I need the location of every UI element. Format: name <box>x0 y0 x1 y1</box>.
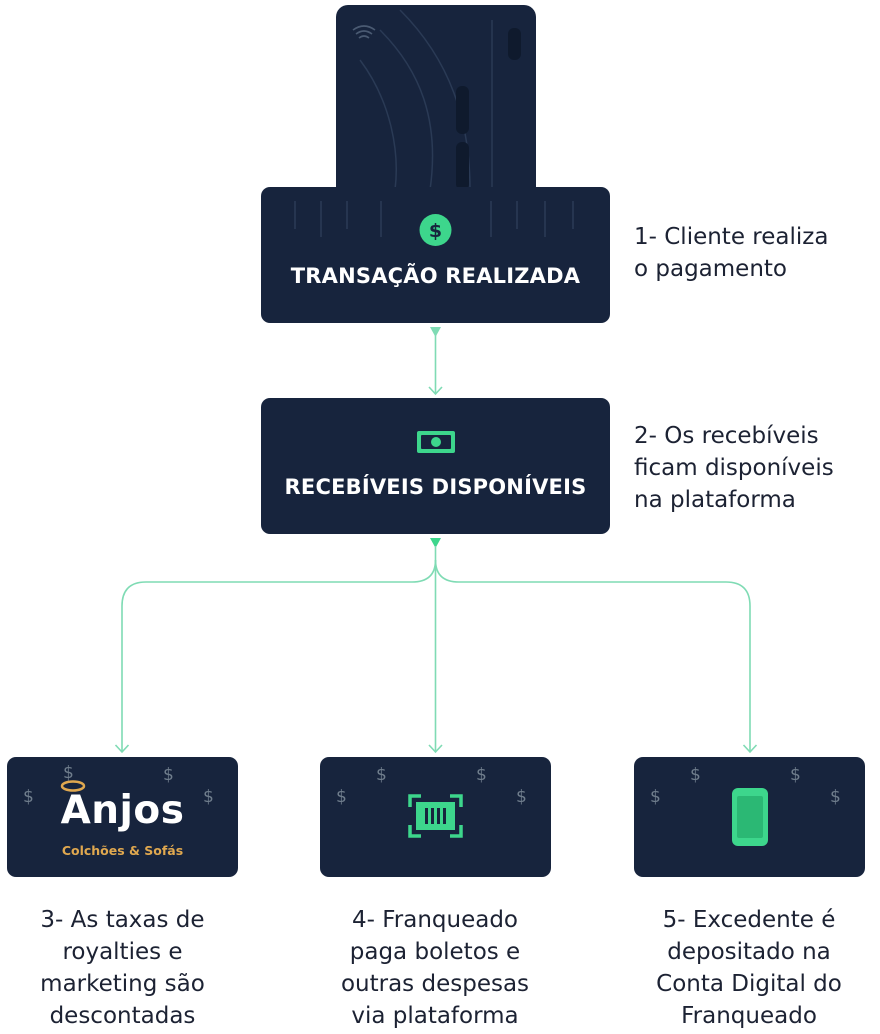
dollar-sign-icon: $ <box>516 787 527 807</box>
dollar-sign-icon: $ <box>830 787 841 807</box>
digital-account-card: $ $ $ $ <box>634 757 865 877</box>
step-1-line-2: o pagamento <box>634 256 787 282</box>
transaction-card: $ TRANSAÇÃO REALIZADA <box>261 187 610 323</box>
barcode-scan-icon <box>408 794 463 838</box>
dollar-sign-icon: $ <box>336 787 347 807</box>
step-2-line-3: na plataforma <box>634 487 796 513</box>
step-5-line-2: depositado na <box>667 939 831 965</box>
step-3-line-4: descontadas <box>49 1003 196 1029</box>
dollar-sign-icon: $ <box>790 765 801 785</box>
transaction-card-label: TRANSAÇÃO REALIZADA <box>290 264 581 288</box>
card-terminal-device <box>336 5 536 205</box>
card-slot-lines <box>294 201 574 237</box>
banknote-icon <box>417 431 455 453</box>
dollar-circle-icon: $ <box>419 214 452 246</box>
step-2-line-1: 2- Os recebíveis <box>634 423 819 449</box>
arrow-1 <box>428 327 443 396</box>
franchisor-card: $ $ $ $ Anjos Colchões & Sofás <box>7 757 238 877</box>
dollar-sign-icon: $ <box>63 763 74 783</box>
dollar-sign-icon: $ <box>23 787 34 807</box>
step-1-text: 1- Cliente realiza o pagamento <box>634 221 828 285</box>
step-2-line-2: ficam disponíveis <box>634 455 834 481</box>
step-3-line-1: 3- As taxas de <box>40 907 205 933</box>
dollar-sign-icon: $ <box>476 765 487 785</box>
step-1-line-1: 1- Cliente realiza <box>634 224 829 250</box>
step-5-line-3: Conta Digital do <box>656 971 842 997</box>
step-3-text: 3- As taxas de royalties e marketing são… <box>0 904 245 1032</box>
bills-card: $ $ $ $ <box>320 757 551 877</box>
receivables-card: RECEBÍVEIS DISPONÍVEIS <box>261 398 610 534</box>
step-4-line-4: via plataforma <box>351 1003 519 1029</box>
halo-icon <box>60 780 86 792</box>
dollar-sign-icon: $ <box>650 787 661 807</box>
step-3-line-3: marketing são <box>40 971 205 997</box>
anjos-logo: Anjos <box>60 788 185 833</box>
step-5-text: 5- Excedente é depositado na Conta Digit… <box>624 904 874 1032</box>
dollar-sign-icon: $ <box>690 765 701 785</box>
svg-text:$: $ <box>429 220 442 242</box>
step-3-line-2: royalties e <box>62 939 183 965</box>
anjos-logo-tagline: Colchões & Sofás <box>61 843 184 858</box>
dollar-sign-icon: $ <box>376 765 387 785</box>
step-4-line-2: paga boletos e <box>349 939 521 965</box>
step-5-line-4: Franqueado <box>681 1003 817 1029</box>
step-2-text: 2- Os recebíveis ficam disponíveis na pl… <box>634 420 834 516</box>
step-4-text: 4- Franqueado paga boletos e outras desp… <box>310 904 560 1032</box>
step-4-line-3: outras despesas <box>340 971 530 997</box>
dollar-sign-icon: $ <box>163 765 174 785</box>
contactless-icon <box>352 25 376 39</box>
receivables-card-label: RECEBÍVEIS DISPONÍVEIS <box>284 475 587 499</box>
step-4-line-1: 4- Franqueado <box>351 907 519 933</box>
smartphone-icon <box>732 788 768 846</box>
dollar-sign-icon: $ <box>203 787 214 807</box>
step-5-line-1: 5- Excedente é <box>662 907 836 933</box>
branch-connectors <box>114 538 758 754</box>
